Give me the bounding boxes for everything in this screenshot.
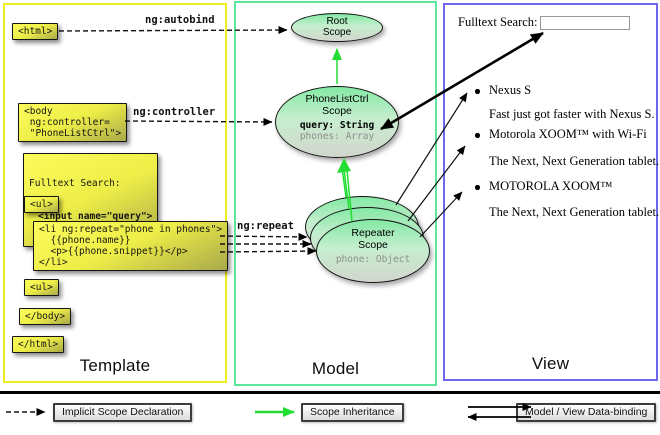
prop-phone: phone: Object	[335, 254, 411, 265]
phonelistctrl-scope-ellipse: PhoneListCtrl Scope query: String phones…	[275, 86, 399, 158]
code-body-open: <body ng:controller= "PhoneListCtrl">	[18, 103, 128, 142]
bullet-icon	[475, 185, 480, 190]
code-ul-open: <ul>	[24, 196, 59, 213]
code-html-open: <html>	[12, 23, 59, 40]
code-fulltext-label: Fulltext Search:	[29, 178, 121, 189]
code-ul-close: <ul>	[24, 279, 59, 296]
bullet-icon	[475, 89, 480, 94]
code-html-close: </html>	[12, 336, 65, 353]
code-body-close: </body>	[19, 308, 72, 325]
phonelistctrl-scope-props: query: String phones: Array	[276, 120, 398, 142]
fulltext-search-input[interactable]	[540, 16, 630, 30]
label-ng-controller: ng:controller	[133, 106, 216, 118]
model-column-label: Model	[311, 359, 360, 378]
legend-data-binding: Model / View Data-binding	[516, 403, 657, 422]
repeater-scope-title: Repeater Scope	[351, 227, 395, 251]
view-fulltext-label: Fulltext Search:	[458, 15, 538, 29]
prop-query: query: String	[299, 120, 375, 131]
legend-implicit-scope: Implicit Scope Declaration	[53, 403, 193, 422]
repeater-scope-ellipse-front: Repeater Scope phone: Object	[316, 219, 430, 283]
template-column-label: Template	[79, 356, 151, 375]
view-item-desc: The Next, Next Generation tablet.	[489, 154, 660, 168]
prop-phones: phones: Array	[299, 131, 375, 142]
root-scope-ellipse: Root Scope	[291, 13, 383, 42]
view-item-desc: The Next, Next Generation tablet.	[489, 205, 660, 219]
root-scope-title: Root Scope	[322, 16, 352, 38]
model-column: Model	[234, 1, 437, 386]
view-item-title: MOTOROLA XOOM™	[489, 179, 613, 193]
legend-divider	[0, 391, 660, 394]
legend-scope-inheritance: Scope Inheritance	[301, 403, 404, 422]
label-ng-repeat: ng:repeat	[237, 220, 294, 232]
code-input-query: <input name="query">	[38, 211, 153, 222]
phonelistctrl-scope-title: PhoneListCtrl Scope	[305, 93, 369, 117]
bullet-icon	[475, 133, 480, 138]
view-item-title: Motorola XOOM™ with Wi-Fi	[489, 127, 647, 141]
code-li-repeat: <li ng:repeat="phone in phones"> {{phone…	[33, 221, 229, 271]
label-ng-autobind: ng:autobind	[145, 14, 215, 26]
view-item-title: Nexus S	[489, 83, 532, 97]
view-column-label: View	[531, 354, 570, 373]
view-item-desc: Fast just got faster with Nexus S.	[489, 107, 655, 121]
